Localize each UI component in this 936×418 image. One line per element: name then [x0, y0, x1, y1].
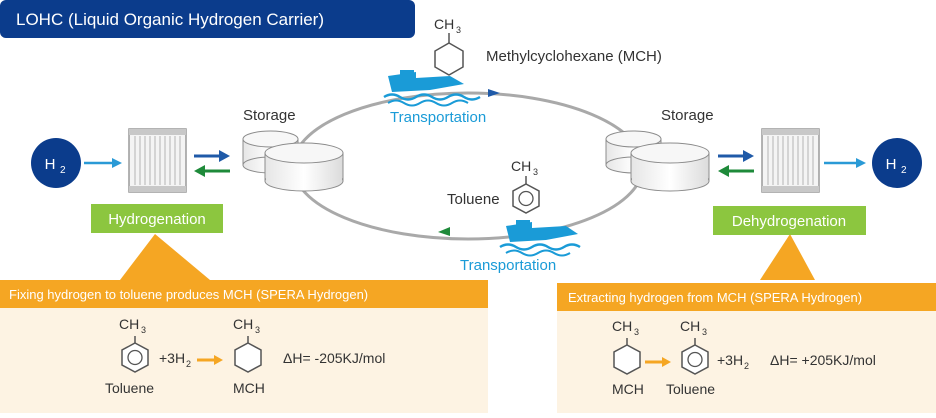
arrow-h2-out-head-icon: [856, 158, 866, 168]
arrow-h2-in-head-icon: [112, 158, 122, 168]
dehydrogenation-reactor-icon: [761, 128, 820, 193]
left-reaction-panel: Fixing hydrogen to toluene produces MCH …: [0, 280, 488, 413]
left-callout-pointer: [120, 234, 210, 280]
mch-ring-icon: [234, 342, 262, 373]
svg-text:Hydrogenation: Hydrogenation: [108, 211, 206, 228]
svg-text:Toluene: Toluene: [105, 380, 154, 396]
svg-text:Toluene: Toluene: [666, 381, 715, 397]
loop-arrow-bottom-icon: [438, 227, 450, 236]
svg-text:2: 2: [186, 359, 191, 369]
svg-text:Dehydrogenation: Dehydrogenation: [732, 213, 846, 230]
toluene-ring-right-icon: [681, 344, 709, 375]
right-callout-pointer: [760, 234, 815, 280]
toluene-center-molecule-icon: CH 3: [511, 158, 540, 214]
left-panel-header: Fixing hydrogen to toluene produces MCH …: [9, 287, 368, 302]
storage-right-label: Storage: [661, 107, 714, 124]
toluene-ring-icon: [121, 342, 149, 373]
hydrogenation-reactor-icon: [128, 128, 187, 193]
svg-text:CH: CH: [119, 316, 139, 332]
svg-text:2: 2: [744, 361, 749, 371]
ship-top-icon: [383, 70, 481, 107]
svg-text:ΔH= +205KJ/mol: ΔH= +205KJ/mol: [770, 352, 876, 368]
svg-text:MCH: MCH: [233, 380, 265, 396]
ship-bottom-icon: [499, 220, 581, 257]
svg-text:3: 3: [255, 325, 260, 335]
svg-text:H: H: [886, 156, 897, 173]
right-panel-header: Extracting hydrogen from MCH (SPERA Hydr…: [568, 290, 862, 305]
left-exchange-arrows: [194, 150, 230, 177]
svg-text:+3H: +3H: [159, 350, 185, 366]
hydrogenation-label: Hydrogenation: [91, 204, 223, 233]
svg-text:3: 3: [456, 25, 461, 35]
right-reaction-panel: Extracting hydrogen from MCH (SPERA Hydr…: [557, 283, 936, 413]
storage-right-tanks-icon: [605, 130, 710, 192]
title-text: LOHC (Liquid Organic Hydrogen Carrier): [16, 10, 324, 29]
svg-text:CH: CH: [511, 158, 531, 174]
mch-top-molecule-icon: CH 3: [434, 16, 464, 76]
toluene-label: Toluene: [447, 191, 500, 208]
svg-text:3: 3: [634, 327, 639, 337]
svg-text:3: 3: [702, 327, 707, 337]
svg-text:3: 3: [533, 167, 538, 177]
svg-text:H: H: [45, 156, 56, 173]
svg-text:2: 2: [901, 165, 907, 176]
svg-text:3: 3: [141, 325, 146, 335]
h2-left-node: H 2: [31, 138, 81, 188]
dehydrogenation-label: Dehydrogenation: [713, 206, 866, 235]
title-bar: LOHC (Liquid Organic Hydrogen Carrier): [0, 0, 415, 38]
mch-label: Methylcyclohexane (MCH): [486, 48, 662, 65]
svg-text:CH: CH: [233, 316, 253, 332]
svg-text:ΔH= -205KJ/mol: ΔH= -205KJ/mol: [283, 350, 385, 366]
svg-text:CH: CH: [612, 318, 632, 334]
h2-right-node: H 2: [872, 138, 922, 188]
svg-text:MCH: MCH: [612, 381, 644, 397]
transport-bottom-label: Transportation: [460, 257, 556, 274]
storage-left-label: Storage: [243, 107, 296, 124]
svg-text:+3H: +3H: [717, 352, 743, 368]
transport-top-label: Transportation: [390, 109, 486, 126]
loop-arrow-top-icon: [488, 89, 500, 97]
svg-text:CH: CH: [434, 16, 454, 32]
svg-text:CH: CH: [680, 318, 700, 334]
right-exchange-arrows: [718, 150, 754, 177]
svg-text:2: 2: [60, 165, 66, 176]
storage-left-tanks-icon: [242, 130, 344, 192]
mch-ring-right-icon: [613, 344, 641, 375]
